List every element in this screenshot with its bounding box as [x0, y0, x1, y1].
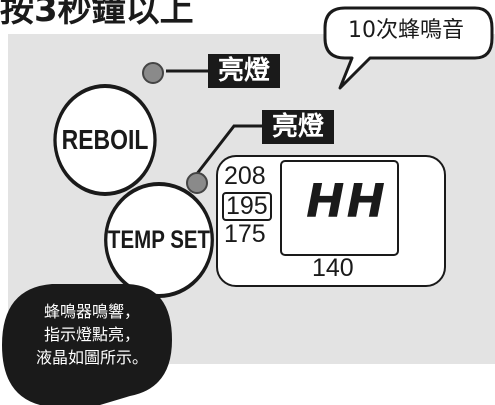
lcd-screen	[280, 160, 399, 256]
light-on-tag-middle: 亮燈	[262, 110, 334, 144]
reboil-button-label: REBOIL	[61, 124, 149, 155]
temp-option-175: 175	[224, 220, 266, 248]
beep-callout: 10次蜂鳴音	[348, 18, 464, 43]
lcd-bottom-value: 140	[312, 254, 354, 282]
note-text: 蜂鳴器鳴響， 指示燈點亮， 液晶如圖所示。	[12, 300, 172, 369]
note-line-1: 蜂鳴器鳴響，	[43, 302, 140, 321]
temp-set-button-label: TEMP SET	[107, 225, 211, 254]
temp-set-button[interactable]: TEMP SET	[104, 182, 214, 298]
note-line-3: 液晶如圖所示。	[35, 348, 148, 367]
reboil-indicator-light	[142, 62, 164, 84]
led-connector-middle	[194, 124, 262, 176]
light-on-tag-top: 亮燈	[208, 54, 280, 88]
lcd-readout: HH	[306, 174, 387, 228]
temp-option-208: 208	[224, 162, 266, 190]
temp-set-indicator-light	[186, 172, 208, 194]
temp-option-195-selected: 195	[222, 192, 272, 221]
headline: 按3秒鐘以上	[0, 0, 194, 30]
note-line-2: 指示燈點亮，	[43, 325, 140, 344]
reboil-button[interactable]: REBOIL	[53, 84, 157, 196]
